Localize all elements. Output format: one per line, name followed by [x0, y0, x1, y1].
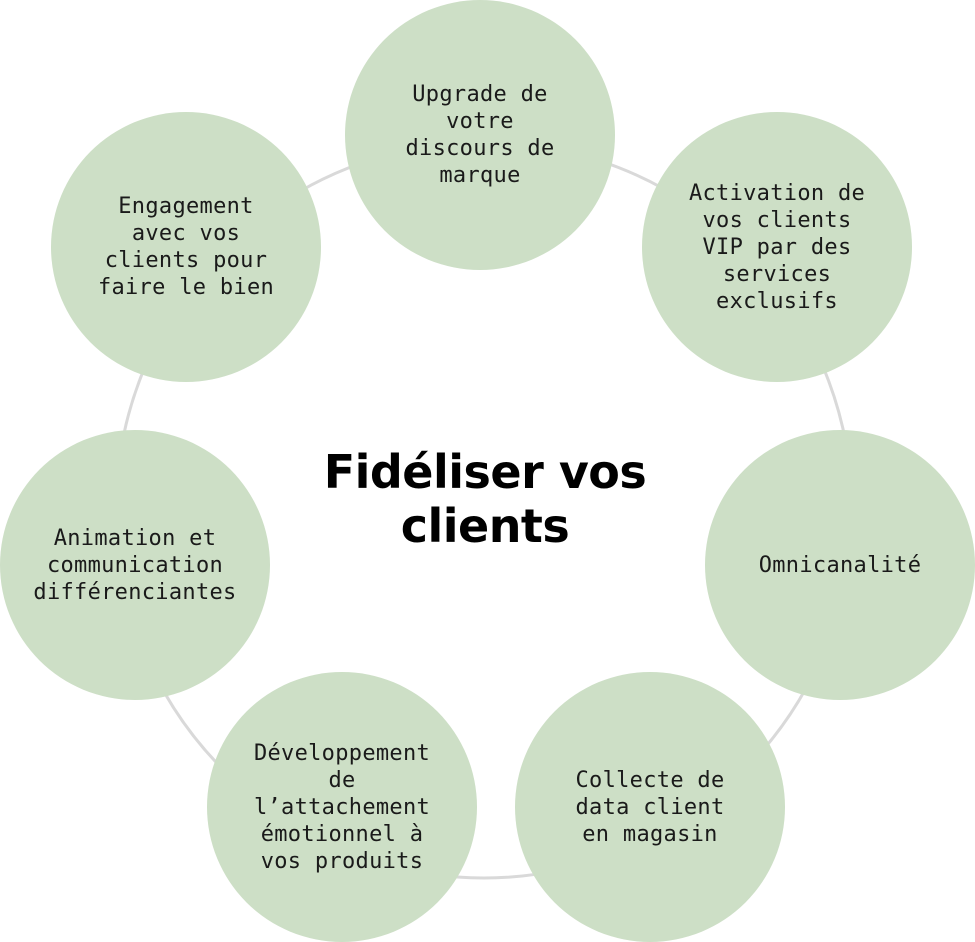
node-label: Omnicanalité	[758, 552, 922, 578]
node-label: Activation de vos clients VIP par des se…	[688, 180, 866, 314]
node-upgrade-discours: Upgrade de votre discours de marque	[345, 0, 615, 270]
node-collecte-data: Collecte de data client en magasin	[515, 672, 785, 942]
node-label: Animation et communication différenciant…	[33, 525, 237, 605]
node-label: Upgrade de votre discours de marque	[405, 82, 555, 188]
node-engagement: Engagement avec vos clients pour faire l…	[51, 112, 321, 382]
node-omnicanalite: Omnicanalité	[705, 430, 975, 700]
node-animation-communication: Animation et communication différenciant…	[0, 430, 270, 700]
node-attachement-emotionnel: Développement de l’attachement émotionne…	[207, 672, 477, 942]
node-label: Engagement avec vos clients pour faire l…	[97, 194, 275, 300]
node-label: Développement de l’attachement émotionne…	[253, 740, 431, 874]
node-activation-vip: Activation de vos clients VIP par des se…	[642, 112, 912, 382]
diagram-title: Fidéliser vos clients	[323, 445, 647, 553]
node-label: Collecte de data client en magasin	[575, 767, 725, 847]
